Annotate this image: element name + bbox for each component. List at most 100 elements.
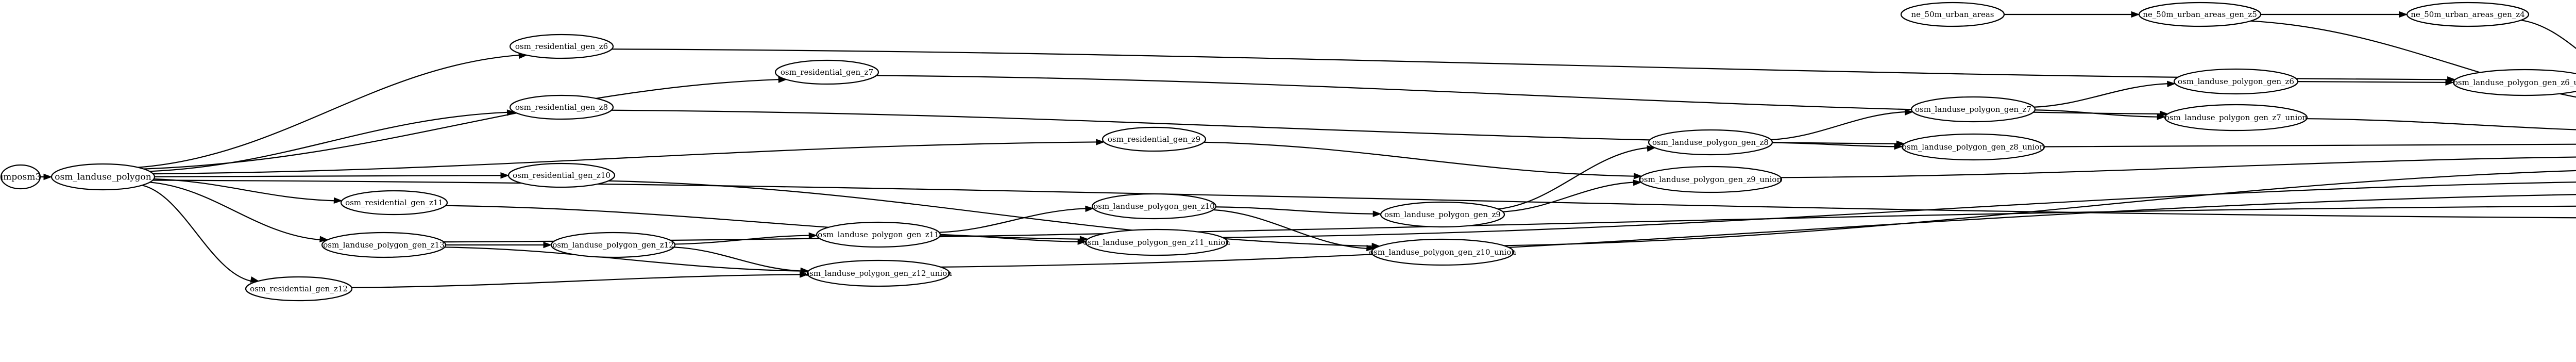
- edge-line: [2034, 83, 2167, 108]
- edge-arrowhead: [506, 109, 516, 116]
- graph-node-osm_landuse_polygon_gen_z12[interactable]: osm_landuse_polygon_gen_z12: [550, 232, 676, 258]
- graph-node-ne_50m_urban_areas[interactable]: ne_50m_urban_areas: [1900, 2, 2005, 27]
- node-ellipse[interactable]: [2406, 2, 2530, 27]
- graph-node-osm_landuse_polygon_gen_z10_union[interactable]: osm_landuse_polygon_gen_z10_union: [1369, 238, 1516, 266]
- node-ellipse[interactable]: [509, 94, 614, 120]
- edge-arrowhead: [2167, 80, 2176, 88]
- graph-node-osm_residential_gen_z10[interactable]: osm_residential_gen_z10: [507, 162, 616, 188]
- node-ellipse[interactable]: [1910, 96, 2036, 123]
- graph-node-osm_landuse_polygon_gen_z7_union[interactable]: osm_landuse_polygon_gen_z7_union: [2164, 104, 2308, 131]
- edge-arrowhead: [1372, 210, 1382, 217]
- edge-arrowhead: [1647, 145, 1656, 152]
- nodes-layer: imposm3 osm_landuse_polygon osm_residentia…: [0, 2, 2576, 302]
- edge-line: [351, 274, 800, 288]
- edges-layer: [39, 11, 2576, 288]
- edge-arrowhead: [2447, 76, 2456, 83]
- graph-edge: [2307, 118, 2576, 130]
- graph-edge: [1215, 206, 1382, 217]
- graph-node-osm_landuse_polygon_gen_z13[interactable]: osm_landuse_polygon_gen_z13: [321, 232, 447, 258]
- graph-edge: [1781, 156, 2576, 178]
- graph-node-osm_landuse_polygon_gen_z9_union[interactable]: osm_landuse_polygon_gen_z9_union: [1638, 166, 1783, 193]
- node-ellipse[interactable]: [1101, 126, 1207, 152]
- graph-node-osm_landuse_polygon_gen_z6[interactable]: osm_landuse_polygon_gen_z6: [2173, 68, 2299, 95]
- node-ellipse[interactable]: [340, 190, 448, 216]
- graph-node-osm_residential_gen_z8[interactable]: osm_residential_gen_z8: [509, 94, 614, 120]
- edge-arrowhead: [2131, 11, 2140, 18]
- node-label: osm_landuse_polygon_gen_z8: [1652, 138, 1769, 147]
- edge-line: [940, 194, 2576, 268]
- node-label: ne_50m_urban_areas_gen_z4: [2411, 10, 2525, 19]
- node-ellipse[interactable]: [2138, 2, 2262, 27]
- node-label: osm_landuse_polygon_gen_z7_union: [2165, 113, 2308, 122]
- node-ellipse[interactable]: [1091, 193, 1217, 220]
- graph-edge: [1502, 179, 1642, 212]
- node-ellipse[interactable]: [50, 163, 156, 191]
- node-ellipse[interactable]: [550, 232, 676, 258]
- node-ellipse[interactable]: [245, 276, 353, 302]
- node-ellipse[interactable]: [1900, 2, 2005, 27]
- node-ellipse[interactable]: [806, 259, 951, 287]
- graph-node-osm_landuse_polygon_gen_z7[interactable]: osm_landuse_polygon_gen_z7: [1910, 96, 2036, 123]
- edge-arrowhead: [800, 267, 809, 274]
- edge-line: [1504, 170, 2576, 246]
- edge-line: [2521, 20, 2576, 50]
- edge-line: [612, 48, 2448, 80]
- node-ellipse[interactable]: [509, 34, 614, 59]
- node-ellipse[interactable]: [816, 221, 941, 248]
- graph-edge: [153, 139, 1105, 175]
- graph-edge: [149, 109, 516, 172]
- edge-line: [608, 180, 1372, 247]
- edge-line: [939, 208, 1086, 233]
- node-label: osm_landuse_polygon_gen_z11_union: [1083, 238, 1230, 247]
- node-label: osm_residential_gen_z10: [513, 171, 611, 180]
- graph-edge: [674, 246, 809, 274]
- graph-node-osm_residential_gen_z9[interactable]: osm_residential_gen_z9: [1101, 126, 1207, 152]
- graph-node-ne_50m_urban_areas_gen_z4[interactable]: ne_50m_urban_areas_gen_z4: [2406, 2, 2530, 27]
- node-label: osm_residential_gen_z7: [781, 68, 873, 77]
- node-ellipse[interactable]: [1370, 238, 1515, 266]
- graph-node-osm_landuse_polygon_gen_z8_union[interactable]: osm_landuse_polygon_gen_z8_union: [1901, 133, 2045, 161]
- node-ellipse[interactable]: [774, 59, 879, 85]
- graph-edge: [445, 241, 552, 249]
- graph-node-imposm3[interactable]: imposm3: [0, 164, 41, 190]
- graph-node-osm_residential_gen_z6[interactable]: osm_residential_gen_z6: [509, 34, 614, 59]
- node-ellipse[interactable]: [2164, 104, 2308, 131]
- graph-node-ne_50m_urban_areas_gen_z5[interactable]: ne_50m_urban_areas_gen_z5: [2138, 2, 2262, 27]
- graph-node-osm_residential_gen_z11[interactable]: osm_residential_gen_z11: [340, 190, 448, 216]
- graph-node-osm_landuse_polygon_gen_z6_union[interactable]: osm_landuse_polygon_gen_z6_union: [2452, 69, 2576, 96]
- node-ellipse[interactable]: [1901, 133, 2045, 161]
- graph-node-osm_landuse_polygon_gen_z8[interactable]: osm_landuse_polygon_gen_z8: [1648, 129, 1773, 156]
- graph-edge: [2034, 80, 2176, 108]
- graph-node-osm_residential_gen_z12[interactable]: osm_residential_gen_z12: [245, 276, 353, 302]
- node-ellipse[interactable]: [0, 164, 41, 190]
- node-ellipse[interactable]: [321, 232, 447, 258]
- node-label: osm_residential_gen_z9: [1108, 135, 1200, 144]
- graph-edge: [149, 182, 329, 242]
- graph-node-osm_landuse_polygon_gen_z10[interactable]: osm_landuse_polygon_gen_z10: [1091, 193, 1217, 220]
- graph-node-osm_landuse_polygon_gen_z9[interactable]: osm_landuse_polygon_gen_z9: [1380, 201, 1505, 228]
- graph-edge: [2261, 11, 2408, 18]
- graph-node-osm_residential_gen_z7[interactable]: osm_residential_gen_z7: [774, 59, 879, 85]
- graph-node-osm_landuse_polygon[interactable]: osm_landuse_polygon: [50, 163, 156, 191]
- node-ellipse[interactable]: [2173, 68, 2299, 95]
- graph-node-osm_landuse_polygon_gen_z11_union[interactable]: osm_landuse_polygon_gen_z11_union: [1083, 228, 1230, 256]
- node-ellipse[interactable]: [1380, 201, 1505, 228]
- edge-arrowhead: [319, 236, 329, 242]
- node-label: osm_landuse_polygon_gen_z12_union: [805, 269, 952, 278]
- node-ellipse[interactable]: [2452, 69, 2576, 96]
- edge-line: [445, 246, 801, 272]
- node-ellipse[interactable]: [507, 162, 616, 188]
- node-ellipse[interactable]: [1084, 228, 1229, 256]
- node-ellipse[interactable]: [1638, 166, 1783, 193]
- edge-arrowhead: [43, 173, 53, 180]
- graph-edge: [444, 205, 2576, 243]
- graph-edge: [612, 48, 2456, 83]
- graph-node-osm_landuse_polygon_gen_z12_union[interactable]: osm_landuse_polygon_gen_z12_union: [805, 259, 952, 287]
- graph-node-osm_landuse_polygon_gen_z11[interactable]: osm_landuse_polygon_gen_z11: [816, 221, 941, 248]
- edge-arrowhead: [2160, 110, 2169, 118]
- node-ellipse[interactable]: [1648, 129, 1773, 156]
- graph-edge: [1204, 141, 1642, 179]
- edge-arrowhead: [1079, 236, 1089, 242]
